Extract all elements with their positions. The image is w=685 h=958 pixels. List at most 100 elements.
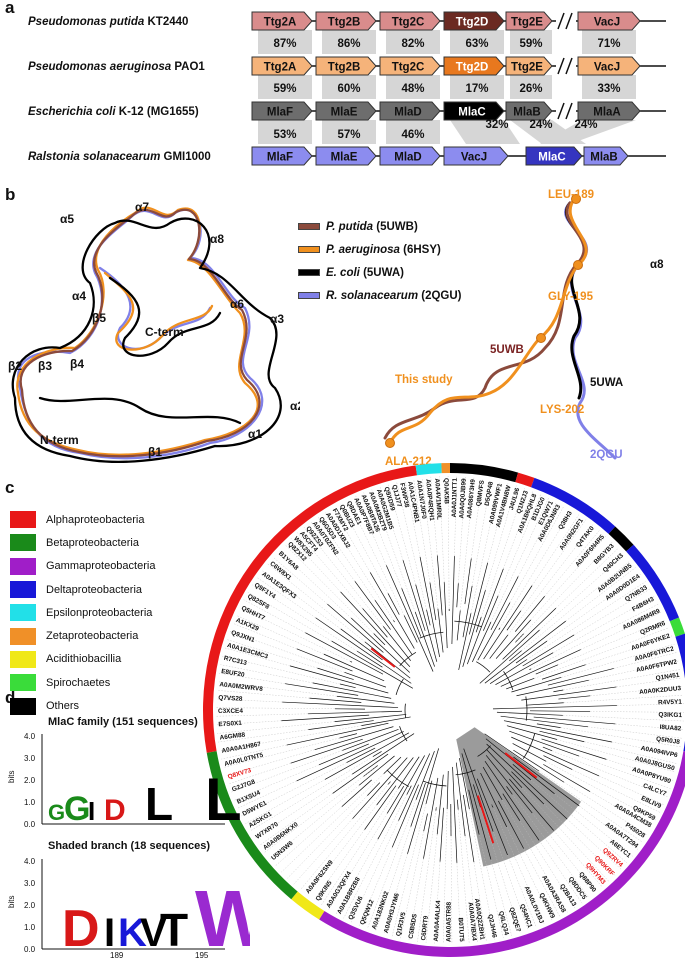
tree-internal-arc bbox=[454, 620, 482, 628]
tree-branch bbox=[286, 722, 389, 746]
legend-swatch bbox=[10, 627, 36, 645]
leaf-guide bbox=[359, 847, 393, 926]
logo-letter: L bbox=[205, 766, 242, 833]
gene-arrow-ttg2c bbox=[379, 11, 441, 31]
tree-branch bbox=[339, 683, 356, 689]
legend-item-putida: P. putida (5UWB) bbox=[298, 215, 462, 238]
ring-epsilonproteobacteria bbox=[415, 463, 442, 476]
leaf-guide bbox=[235, 615, 324, 655]
leaf-guide bbox=[287, 795, 368, 879]
legend-swatch bbox=[298, 223, 320, 230]
tree-branch bbox=[515, 640, 548, 664]
tree-branch bbox=[558, 695, 591, 700]
tree-branch bbox=[398, 753, 431, 821]
leaf-guide bbox=[439, 476, 445, 583]
logo-letter: I bbox=[88, 796, 95, 826]
tree-branch bbox=[498, 800, 525, 849]
leaf-guide bbox=[616, 703, 684, 706]
tree-branch bbox=[317, 667, 354, 680]
leaf-guide bbox=[526, 581, 646, 660]
leaf-guide bbox=[497, 494, 541, 596]
tree-branch bbox=[512, 763, 532, 781]
leaf-label: A0A0A7IBX4 bbox=[467, 902, 478, 942]
leaf-guide bbox=[580, 611, 663, 650]
gene-label: MlaB bbox=[513, 107, 540, 119]
leaf-guide bbox=[284, 544, 374, 634]
tree-branch bbox=[369, 572, 415, 649]
tree-branch bbox=[541, 664, 586, 680]
tree-branch bbox=[318, 743, 369, 766]
leaf-guide bbox=[363, 492, 402, 589]
tree-branch bbox=[382, 626, 411, 661]
leaf-guide bbox=[578, 755, 671, 789]
tree-branch bbox=[529, 668, 532, 670]
leaf-guide bbox=[379, 486, 404, 561]
leaf-label: A0A4V1MR0L bbox=[433, 478, 442, 520]
ytick: 1.0 bbox=[24, 798, 36, 807]
tree-branch bbox=[282, 701, 399, 708]
gene-arrow-ttg2d bbox=[443, 56, 505, 76]
logo-letter: D bbox=[104, 794, 126, 827]
tree-internal-arc bbox=[522, 733, 536, 759]
leaf-guide bbox=[530, 535, 607, 621]
leaf-guide bbox=[383, 853, 408, 935]
tree-branch bbox=[436, 555, 443, 616]
structure-labels: α7 α5 α8 α4 α6 α3 β5 C-term β2 β3 β4 α2 … bbox=[8, 200, 300, 459]
leaf-guide bbox=[611, 741, 680, 756]
tree-branch bbox=[331, 640, 414, 689]
gene-label: MlaF bbox=[267, 107, 293, 119]
leaf-label: A6GM88 bbox=[219, 732, 246, 742]
gene-arrow-mlab bbox=[583, 146, 629, 166]
gene-label: VacJ bbox=[594, 62, 620, 74]
label-beta3: β3 bbox=[38, 359, 52, 373]
tree-branch bbox=[387, 593, 400, 615]
legend-row: Betaproteobacteria bbox=[10, 531, 155, 554]
tree-branch bbox=[479, 629, 540, 684]
tree-branch bbox=[414, 611, 435, 667]
tree-branch bbox=[334, 714, 407, 722]
tree-branch bbox=[461, 753, 492, 860]
tree-branch bbox=[506, 678, 535, 690]
legend-row: Acidithiobacillia bbox=[10, 648, 155, 671]
tree-branch bbox=[482, 766, 503, 801]
tree-branch bbox=[308, 720, 374, 730]
tree-branch bbox=[463, 748, 494, 832]
tree-branch bbox=[340, 591, 411, 667]
panel-letter-b: b bbox=[5, 185, 16, 204]
leaf-guide bbox=[281, 773, 384, 873]
leaf-guide bbox=[584, 741, 678, 765]
tree-branch bbox=[350, 617, 410, 673]
tree-branch bbox=[443, 582, 448, 649]
leaf-guide bbox=[224, 647, 291, 667]
tree-branch bbox=[490, 576, 519, 631]
gene-arrow-mlae bbox=[315, 146, 377, 166]
leaf-label: A0A0A5TR88 bbox=[446, 901, 453, 942]
legend-row: Epsilonproteobacteria bbox=[10, 601, 155, 624]
gene-arrow-vacj bbox=[577, 56, 641, 76]
leaf-guide bbox=[589, 711, 684, 713]
ring-others bbox=[450, 463, 519, 483]
tree-branch bbox=[362, 608, 388, 638]
species-label-ecoli: Escherichia coli K-12 (MG1655) bbox=[28, 106, 199, 118]
tree-branch bbox=[344, 672, 387, 688]
tree-branch bbox=[397, 756, 420, 789]
gene-arrow-mlab bbox=[505, 101, 553, 121]
legend-swatch bbox=[10, 697, 36, 715]
tree-branch bbox=[429, 582, 437, 621]
species-label-putida: Pseudomonas putida KT2440 bbox=[28, 16, 189, 28]
tree-branch bbox=[315, 617, 412, 684]
leaf-guide bbox=[391, 803, 427, 937]
tree-branch bbox=[403, 615, 418, 643]
leaf-guide bbox=[502, 799, 568, 913]
tree-branch bbox=[456, 610, 461, 641]
leaf-guide bbox=[317, 516, 376, 601]
ytick: 3.0 bbox=[24, 879, 36, 888]
leaf-guide bbox=[544, 530, 600, 597]
leaf-guide bbox=[221, 744, 287, 760]
leaf-label: R7C313 bbox=[223, 655, 248, 667]
tree-branch bbox=[367, 782, 381, 796]
tree-branch bbox=[462, 585, 473, 638]
leaf-guide bbox=[243, 599, 306, 633]
legend-row: Others bbox=[10, 694, 155, 717]
ring-deltaproteobacteria bbox=[531, 477, 616, 534]
